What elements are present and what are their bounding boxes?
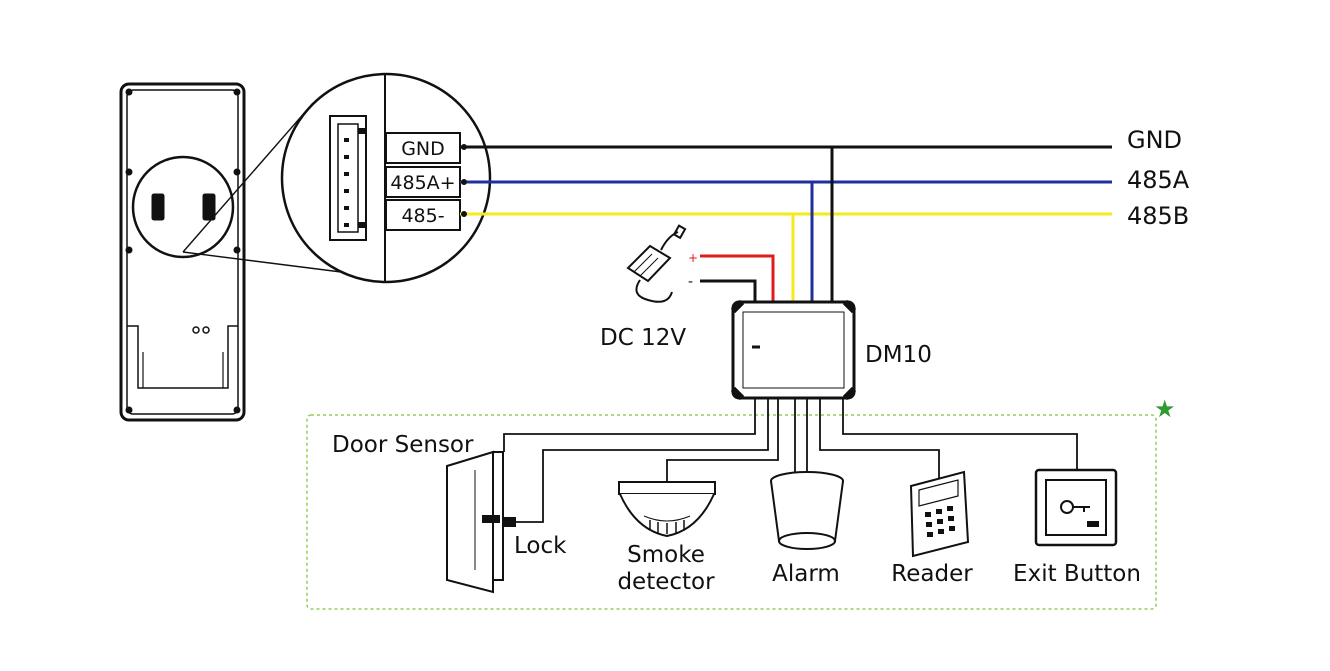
alarm-label: Alarm [772, 561, 840, 587]
terminal-device [119, 82, 246, 422]
power-plus-wire [700, 254, 775, 303]
pin-label-gnd: GND [401, 138, 445, 160]
power-adapter-icon [626, 224, 687, 303]
star-icon: ★ [1154, 395, 1176, 423]
psu-minus-sign: - [688, 274, 693, 290]
power-minus-wire [700, 279, 757, 303]
bus-label-gnd: GND [1127, 126, 1182, 154]
reader-label: Reader [891, 561, 973, 587]
zoom-leader-line-top [182, 102, 314, 253]
dm10-controller [730, 299, 857, 401]
485b-junction-dot [461, 211, 467, 217]
psu-plus-sign: + [688, 251, 698, 265]
peripherals-group-border [306, 414, 1157, 610]
connector-zoom: GND 485A+ 485- [280, 72, 492, 284]
door-icon [446, 450, 516, 594]
smoke-detector-label-line1: Smoke [627, 542, 705, 568]
door-sensor-label: Door Sensor [332, 432, 474, 458]
bus-label-485b: 485B [1127, 202, 1189, 230]
pin-label-485b: 485- [401, 205, 444, 227]
zoom-leader-line-bottom [182, 251, 350, 274]
pin-label-485a: 485A+ [390, 172, 455, 194]
exit-button-icon [1034, 468, 1118, 547]
peripheral-wires [503, 398, 1078, 523]
bus-label-485a: 485A [1127, 166, 1190, 194]
controller-label: DM10 [865, 342, 932, 368]
gnd-junction-dot [461, 144, 467, 150]
lock-label: Lock [514, 533, 567, 559]
exit-button-label: Exit Button [1013, 561, 1141, 587]
alarm-icon [770, 471, 844, 550]
bus-wires [460, 145, 1112, 303]
smoke-detector-icon [618, 481, 716, 538]
pin-box-485b [385, 199, 461, 231]
smoke-detector-label-line2: detector [617, 569, 715, 595]
psu-label: DC 12V [600, 325, 686, 351]
485a-junction-dot [461, 179, 467, 185]
card-reader-icon [909, 470, 970, 558]
pin-box-gnd [385, 132, 461, 164]
